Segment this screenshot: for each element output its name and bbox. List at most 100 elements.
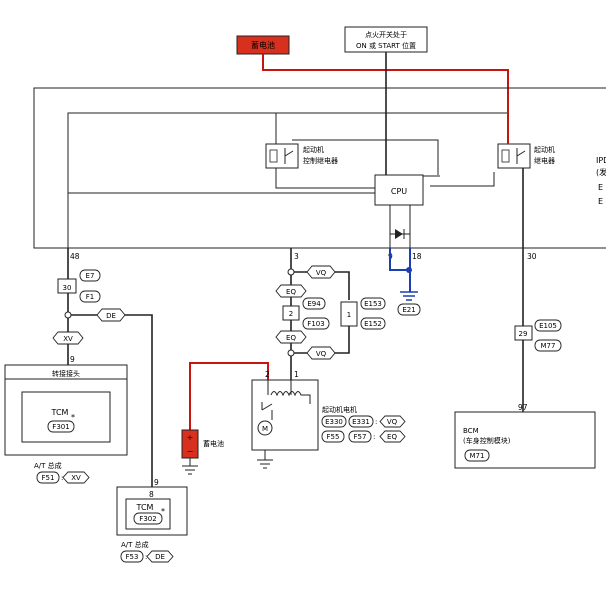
tag-vq2-shape [306,346,336,360]
at-1-tag: XV [71,474,81,482]
tcm-2-conn-label: F302 [139,515,156,523]
tag-eq2: EQ [286,334,296,342]
starter-switch [261,402,273,420]
tag-vq2: VQ [316,350,327,358]
at-2-conn-label: F53 [126,553,139,561]
tcm-2-star: * [161,507,165,516]
starter-c1 [321,415,347,428]
ipdm-inner-cpu-left [275,168,375,189]
ipdm-inner-bracket [292,139,439,175]
ipdm-inner-left-wire [67,112,508,258]
at-1-label: A/T 总成 [34,461,62,470]
pin-48: 48 [70,252,80,261]
ground-symbol [400,291,418,301]
starter-control-relay-line1: 起动机 [303,145,324,154]
ignition-line2: ON 或 START 位置 [356,41,416,50]
tag-xv1-shape [52,331,84,345]
bcm-line1: BCM [463,427,479,435]
ignition-switch-box [344,26,428,53]
at-2-label: A/T 总成 [121,540,149,549]
tcm-1-conn-label: F301 [52,423,69,431]
cpu-box [374,174,424,206]
battery-minus: − [187,447,194,456]
connector-f1 [79,290,101,303]
starter-motor-box [251,379,319,451]
at-2-tag: DE [155,553,165,561]
tag-eq2-shape [275,330,307,344]
at-2-conn [120,550,144,563]
junction-30 [57,278,77,294]
starter-c3 [321,430,345,443]
starter-t2: EQ [387,433,397,441]
junction-2-label: 2 [289,310,293,318]
at-1-conn [36,471,60,484]
starter-c2 [348,415,374,428]
pin-2: 2 [265,370,270,379]
starter-sep1: : [375,418,377,426]
at-1-sep: : [61,474,63,482]
battery-bottom-label: 蓄电池 [203,439,224,448]
tag-eq1: EQ [286,288,296,296]
starter-motor-label: 起动机电机 [322,405,357,414]
ground-junction [406,267,412,273]
starter-relay [497,143,531,169]
connector-e105 [534,319,562,332]
ipdm-label3: E [598,183,603,192]
connector-f1-label: F1 [86,293,94,301]
junction-dot-3 [287,349,295,357]
junction-1 [340,301,358,327]
ipdm-label2: (发 [596,167,606,177]
starter-c3-label: F55 [327,433,340,441]
at-2-sep: : [145,553,147,561]
starter-ground [257,450,273,469]
junction-2 [282,305,300,321]
starter-t1: VQ [387,418,398,426]
starter-motor-symbol [257,420,273,436]
pin-30: 30 [527,252,537,261]
starter-relay-line1: 起动机 [534,145,555,154]
connector-e94-label: E94 [307,300,321,308]
relay-contact-1 [284,148,294,164]
tag-xv1: XV [63,335,73,343]
pin-3: 3 [294,252,299,261]
bcm-conn-label: M71 [470,452,485,460]
battery-top-label: 蓄电池 [251,40,275,50]
at-1-tag-shape [62,471,90,484]
tag-de1: DE [106,312,116,320]
tag-vq1-shape [306,265,336,279]
tag-vq1: VQ [316,269,327,277]
pin-97: 97 [518,403,528,412]
junction-30-label: 30 [63,284,72,292]
battery-plus: + [187,433,194,442]
ipdm-label4: E [598,197,603,206]
starter-control-relay-line2: 控制继电器 [303,156,338,165]
at-1-conn-label: F51 [42,474,55,482]
starter-c4-label: F57 [354,433,367,441]
connector-e153 [360,297,386,310]
starter-t1-shape [379,415,406,428]
connector-e21 [397,303,421,316]
junction-dot-1 [64,311,72,319]
ipdm-box [33,87,606,249]
connector-e152-label: E152 [364,320,382,328]
bcm-conn [464,449,490,462]
starter-sep2: : [373,433,375,441]
connector-e152 [360,317,386,330]
junction-1-label: 1 [347,311,351,319]
pin-9a: 9 [70,355,75,364]
diode-symbol [395,229,403,239]
connector-e7-label: E7 [86,272,95,280]
relay-coil-1 [269,149,278,163]
relay-contact-2 [516,148,526,164]
connector-m77-label: M77 [541,342,556,350]
bcm-line2: (车身控制模块) [463,436,511,445]
tag-eq1-shape [275,284,307,298]
junction-29-label: 29 [519,330,528,338]
starter-t2-shape [379,430,406,443]
starter-relay-line2: 继电器 [534,156,555,165]
connector-e7 [79,269,101,282]
tag-de1-shape [96,308,126,322]
tcm-1-box [21,391,111,443]
relay-coil-2 [501,149,510,163]
